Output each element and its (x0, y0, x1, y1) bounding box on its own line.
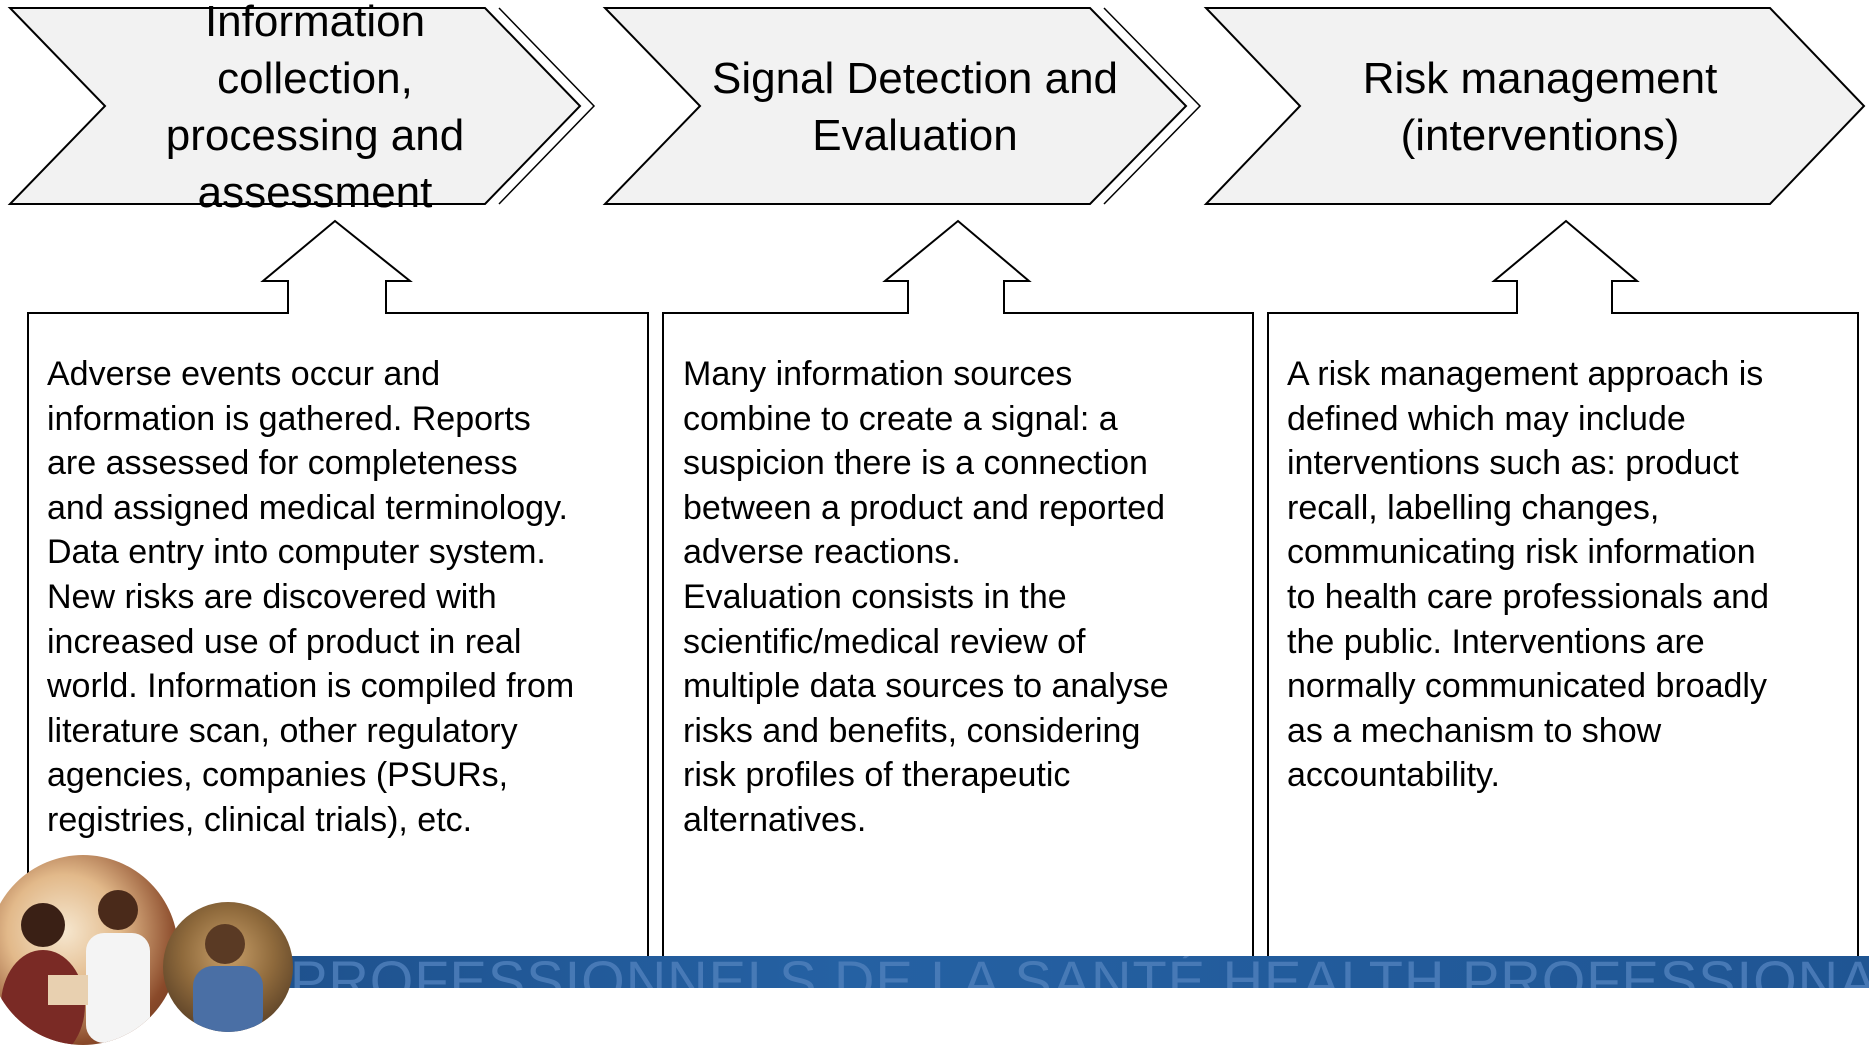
step-1-title: Information collection, processing and a… (165, 0, 465, 217)
description-box-1 (27, 219, 649, 988)
diagram-shapes (7, 7, 1866, 988)
healthcare-photo-1 (0, 855, 178, 1045)
banner-text: PROFESSIONNELS DE LA SANTÉ HEALTH PROFES… (290, 956, 1869, 988)
step-1-description: Adverse events occur and information is … (47, 355, 575, 839)
chevron-step-3 (1203, 7, 1866, 205)
chevron-step-1 (7, 7, 582, 205)
pharmacist-icon (193, 924, 263, 1032)
description-box-2 (662, 219, 1254, 988)
step-2-description: Many information sources combine to crea… (683, 355, 1169, 839)
step-2-title: Signal Detection and Evaluation (711, 54, 1119, 160)
chevron-step-2 (602, 7, 1188, 205)
healthcare-photo-2 (163, 902, 293, 1032)
description-box-3 (1267, 219, 1859, 988)
footer-banner: PROFESSIONNELS DE LA SANTÉ HEALTH PROFES… (0, 956, 1869, 988)
step-3-title: Risk management (interventions) (1362, 54, 1718, 160)
people-icon (1, 890, 150, 1045)
step-3-description: A risk management approach is defined wh… (1287, 355, 1769, 795)
